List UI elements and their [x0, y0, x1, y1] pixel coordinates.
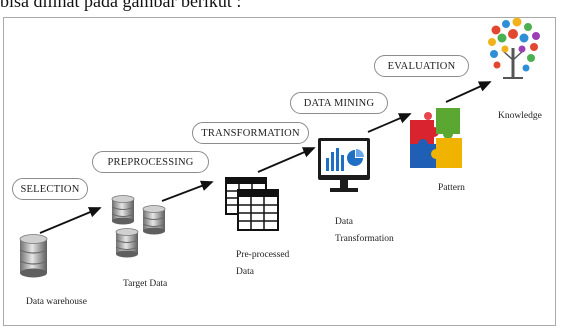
- kdd-diagram-frame: [3, 17, 556, 326]
- arrow-5: [445, 81, 492, 103]
- label-target-data: Target Data: [123, 279, 168, 289]
- table-icon: [225, 177, 279, 231]
- puzzle-icon: [410, 108, 462, 168]
- stage-transformation: TRANSFORMATION: [192, 122, 309, 144]
- database-icon: [19, 234, 48, 278]
- stage-data-mining: DATA MINING: [290, 92, 388, 114]
- label-preprocessed-line1: Pre-processed: [236, 250, 290, 260]
- arrow-4: [367, 113, 412, 133]
- label-knowledge: Knowledge: [498, 111, 542, 121]
- arrow-3: [257, 147, 316, 173]
- label-data-transformation-line1: Data: [335, 217, 353, 227]
- label-preprocessed-line2: Data: [236, 267, 254, 277]
- arrow-1: [39, 207, 102, 234]
- label-data-transformation-line2: Transformation: [335, 234, 394, 244]
- header-text: bisa dilihat pada gambar berikut :: [0, 0, 242, 11]
- label-data-warehouse: Data warehouse: [26, 297, 87, 307]
- label-pattern: Pattern: [438, 183, 465, 193]
- stage-evaluation: EVALUATION: [374, 55, 469, 77]
- database-stack-icon: [111, 195, 166, 258]
- arrow-2: [161, 180, 214, 202]
- stage-preprocessing: PREPROCESSING: [92, 151, 209, 173]
- knowledge-tree-icon: [488, 17, 540, 79]
- stage-selection: SELECTION: [12, 178, 88, 200]
- monitor-chart-icon: [318, 138, 370, 192]
